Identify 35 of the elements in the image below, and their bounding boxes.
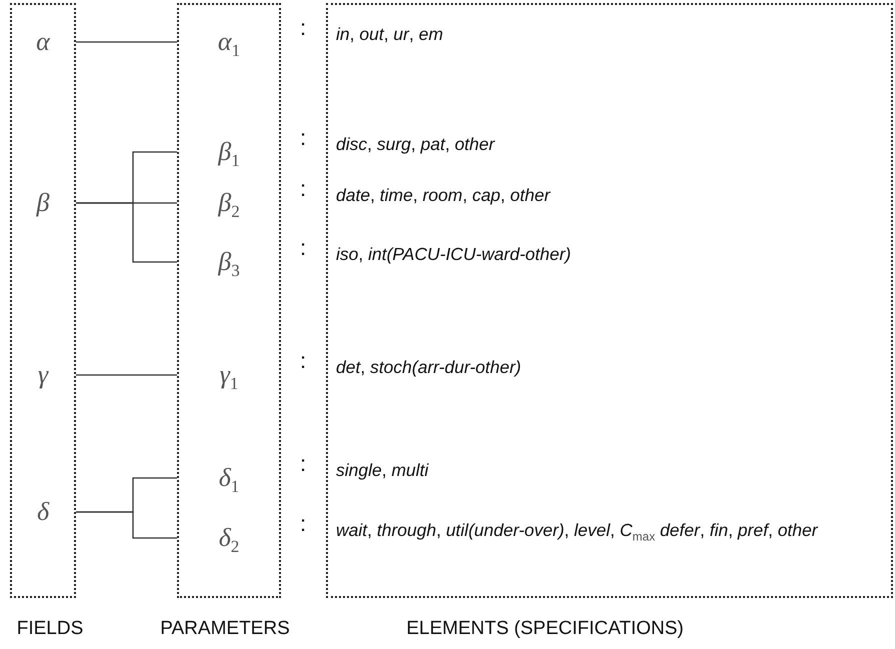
parameter-symbol: β$_{2}$ bbox=[179, 188, 279, 218]
specification-text: wait, through, util(under-over), level, C$_{max}$ defer, fin, pref, other bbox=[336, 519, 819, 546]
field-symbol: γ bbox=[12, 360, 74, 390]
specification-text: date, time, room, cap, other bbox=[336, 184, 552, 207]
column-heading: PARAMETERS bbox=[160, 618, 290, 640]
dotted-column-box bbox=[326, 3, 893, 598]
field-symbol: α bbox=[12, 27, 74, 57]
specification-text: det, stoch(arr-dur-other) bbox=[336, 356, 522, 379]
parameter-symbol: β$_{3}$ bbox=[179, 247, 279, 277]
parameter-symbol: δ$_{2}$ bbox=[179, 523, 279, 553]
field-symbol: β bbox=[12, 188, 74, 218]
parameter-symbol: α$_{1}$ bbox=[179, 27, 279, 57]
colon: : bbox=[300, 176, 306, 202]
dotted-column-box bbox=[10, 3, 76, 598]
colon: : bbox=[300, 511, 306, 537]
column-heading: FIELDS bbox=[16, 618, 84, 640]
specification-text: single, multi bbox=[336, 459, 430, 482]
field-symbol: δ bbox=[12, 497, 74, 527]
connector-line bbox=[76, 511, 177, 539]
colon: : bbox=[300, 348, 306, 374]
dotted-column-box bbox=[177, 3, 281, 598]
specification-text: in, out, ur, em bbox=[336, 23, 444, 46]
parameter-symbol: δ$_{1}$ bbox=[179, 463, 279, 493]
colon: : bbox=[300, 235, 306, 261]
column-heading: ELEMENTS (SPECIFICATIONS) bbox=[406, 618, 684, 640]
connector-line bbox=[76, 202, 177, 263]
colon: : bbox=[300, 125, 306, 151]
connector-line bbox=[76, 374, 177, 376]
colon: : bbox=[300, 15, 306, 41]
parameter-symbol: β$_{1}$ bbox=[179, 137, 279, 167]
colon: : bbox=[300, 451, 306, 477]
parameter-symbol: γ$_{1}$ bbox=[179, 360, 279, 390]
specification-text: disc, surg, pat, other bbox=[336, 133, 496, 156]
connector-line bbox=[76, 41, 177, 43]
specification-text: iso, int(PACU-ICU-ward-other) bbox=[336, 243, 572, 266]
